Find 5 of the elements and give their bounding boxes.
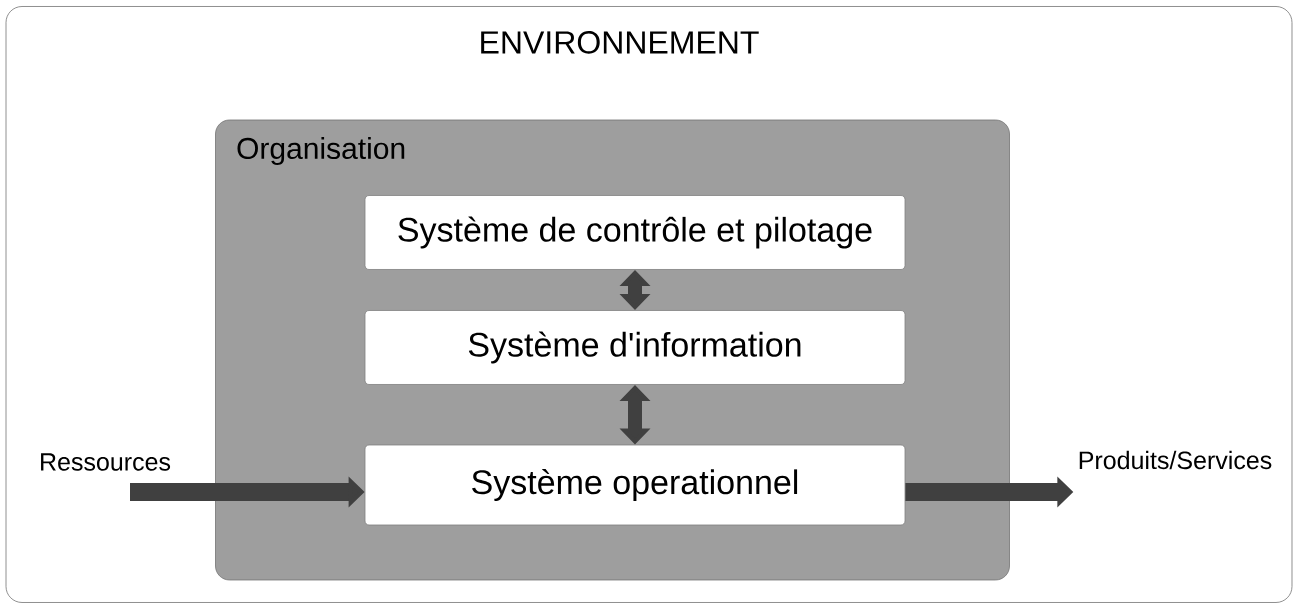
system-box: Système de contrôle et pilotage: [364, 195, 906, 270]
flow-label: Ressources: [41, 453, 171, 471]
flow-label: Produits/Services: [1079, 450, 1272, 470]
system-box: Système operationnel: [364, 444, 906, 526]
system-box: Système d'information: [364, 310, 906, 385]
